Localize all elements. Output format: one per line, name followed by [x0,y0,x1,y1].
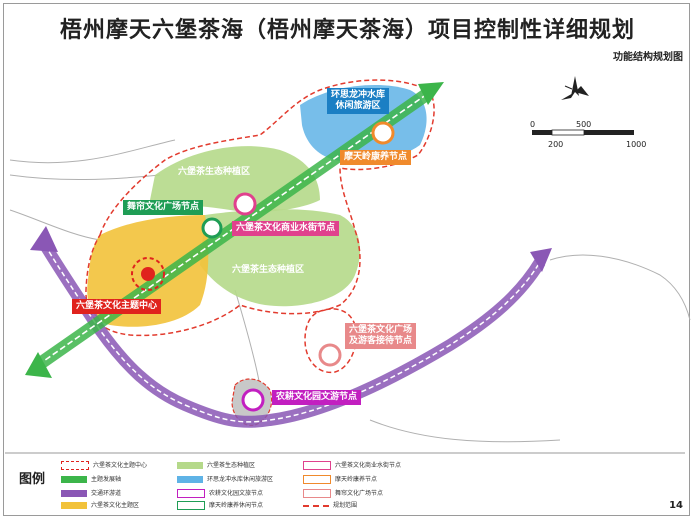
ecology-center-label: 六堡茶生态种植区 [232,265,305,275]
axis-arrow-northeast [418,82,444,105]
north-arrow-icon [561,76,589,100]
map-subtitle: 功能结构规划图 [613,52,683,63]
page-number: 14 [669,500,683,511]
planning-boundary [85,79,435,337]
page-title: 梧州摩天六堡茶海（梧州摩天茶海）项目控制性详细规划 [59,18,635,43]
legend-item-health-leisure: 摩天岭康养休闲节点 [177,500,263,510]
road-arrow-west [30,226,58,252]
map-frame [3,3,690,516]
theme-center-ring [131,257,165,291]
square-node-marker [201,217,223,239]
scale-label-200: 200 [548,140,564,149]
legend-item-axis: 主题发展轴 [61,474,121,483]
reservoir-zone-label: 环思龙冲水库 休闲旅游区 [327,88,390,114]
plaza-node-label: 六堡茶文化广场 及游客接待节点 [345,323,417,349]
scale-label-1000: 1000 [626,140,647,149]
scale-label-0: 0 [530,120,536,129]
legend-item-theme-zone: 六堡茶文化主题区 [61,500,139,509]
scale-label-500: 500 [576,120,592,129]
legend-item-ecology: 六堡茶生态种植区 [177,460,255,469]
legend-divider [5,452,685,454]
legend-item-road: 交通环游道 [61,488,121,497]
health-node-marker [371,121,395,145]
road-arrow-east [530,248,552,272]
plaza-node-marker [318,343,342,367]
square-node-label: 舞帘文化广场节点 [123,200,204,215]
theme-center-marker [141,267,155,281]
legend-item-commerce: 六堡茶文化商业水街节点 [303,460,401,470]
ecology-north-label: 六堡茶生态种植区 [178,167,251,177]
legend-item-health: 摩天岭康养节点 [303,474,377,484]
planning-boundary-south [304,308,357,374]
legend-item-square: 舞帘文化广场节点 [303,488,383,498]
commerce-node-marker [233,192,257,216]
legend-item-boundary: 规划范围 [303,500,357,509]
theme-center-label: 六堡茶文化主题中心 [72,299,162,314]
scale-bar [532,129,634,136]
legend: 图例 六堡茶文化主题中心 主题发展轴 交通环游道 六堡茶文化主题区 六堡茶生态种… [5,452,685,512]
health-node-label: 摩天岭康养节点 [340,150,412,165]
commerce-node-label: 六堡茶文化商业水街节点 [232,221,340,236]
farming-node-label: 农耕文化园文游节点 [272,390,362,405]
legend-item-theme-center: 六堡茶文化主题中心 [61,460,147,470]
legend-item-reservoir: 环思龙冲水库休闲旅游区 [177,474,273,483]
legend-item-farming: 农耕文化园文旅节点 [177,488,263,498]
axis-arrow-southwest [25,352,52,378]
farming-node-marker [241,388,265,412]
legend-title: 图例 [19,472,46,487]
